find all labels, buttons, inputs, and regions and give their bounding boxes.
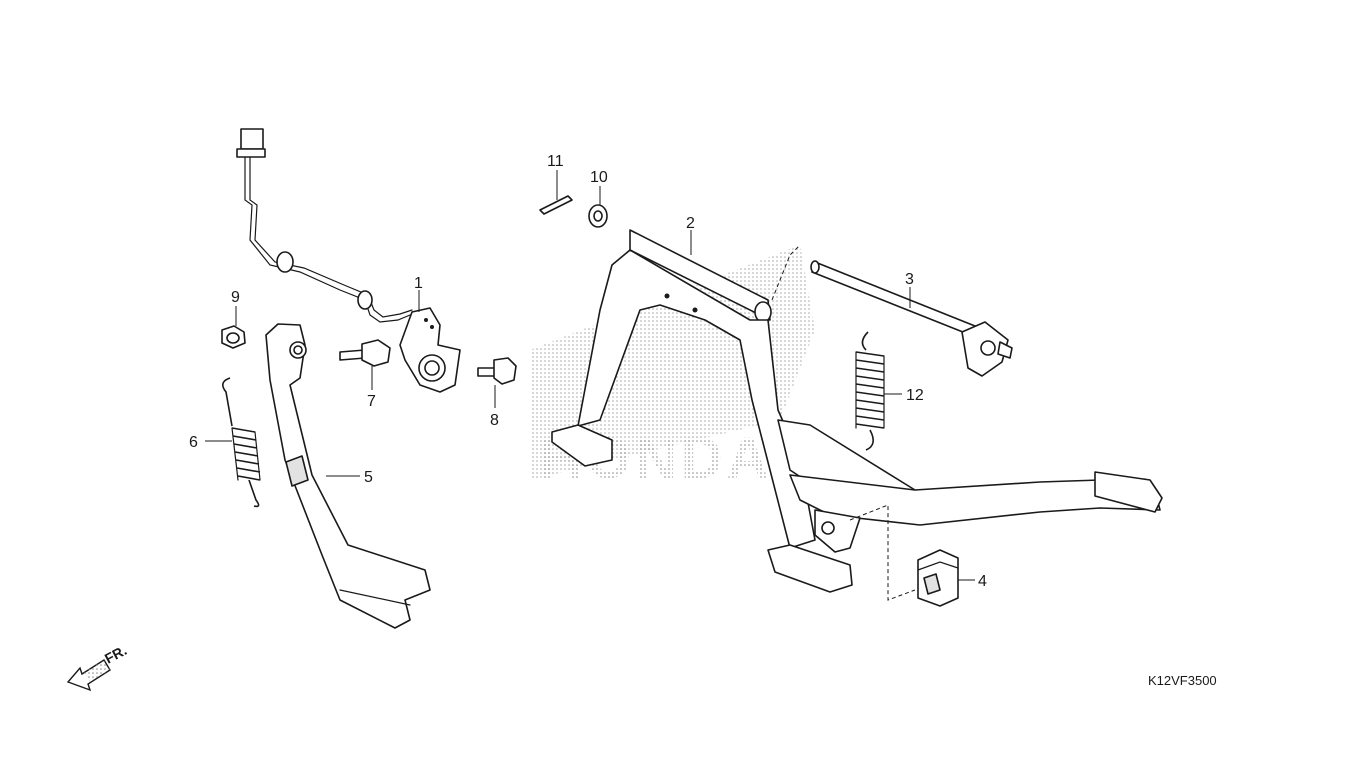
switch-connector xyxy=(240,128,264,150)
callout-1: 1 xyxy=(414,275,423,292)
callout-10: 10 xyxy=(590,169,608,186)
callout-4: 4 xyxy=(978,573,987,590)
callout-labels: 1 2 3 4 5 6 7 8 9 10 11 12 xyxy=(189,153,987,590)
part-1-sidestand-switch xyxy=(236,128,461,393)
part-11-cotter-pin xyxy=(539,195,573,215)
diagram-code: K12VF3500 xyxy=(1148,673,1217,688)
part-9-nut xyxy=(221,325,246,349)
callout-11: 11 xyxy=(547,153,564,170)
part-3-pivot-shaft xyxy=(810,260,1013,377)
part-6-spring xyxy=(222,377,261,508)
callout-8: 8 xyxy=(490,412,499,429)
part-4-stopper xyxy=(849,504,959,607)
part-12-spring xyxy=(855,331,885,451)
callout-7: 7 xyxy=(367,393,376,410)
part-7-bolt xyxy=(339,339,391,367)
leader-lines xyxy=(205,170,975,581)
part-5-side-stand xyxy=(265,323,431,629)
callout-6: 6 xyxy=(189,434,198,451)
part-10-washer xyxy=(588,204,608,228)
part-8-bolt xyxy=(477,357,517,385)
callout-9: 9 xyxy=(231,289,240,306)
front-direction-arrow: FR. xyxy=(66,642,129,692)
callout-12: 12 xyxy=(906,387,924,404)
callout-2: 2 xyxy=(686,215,695,232)
part-2-main-stand xyxy=(551,229,1163,593)
callout-5: 5 xyxy=(364,469,373,486)
callout-3: 3 xyxy=(905,271,914,288)
